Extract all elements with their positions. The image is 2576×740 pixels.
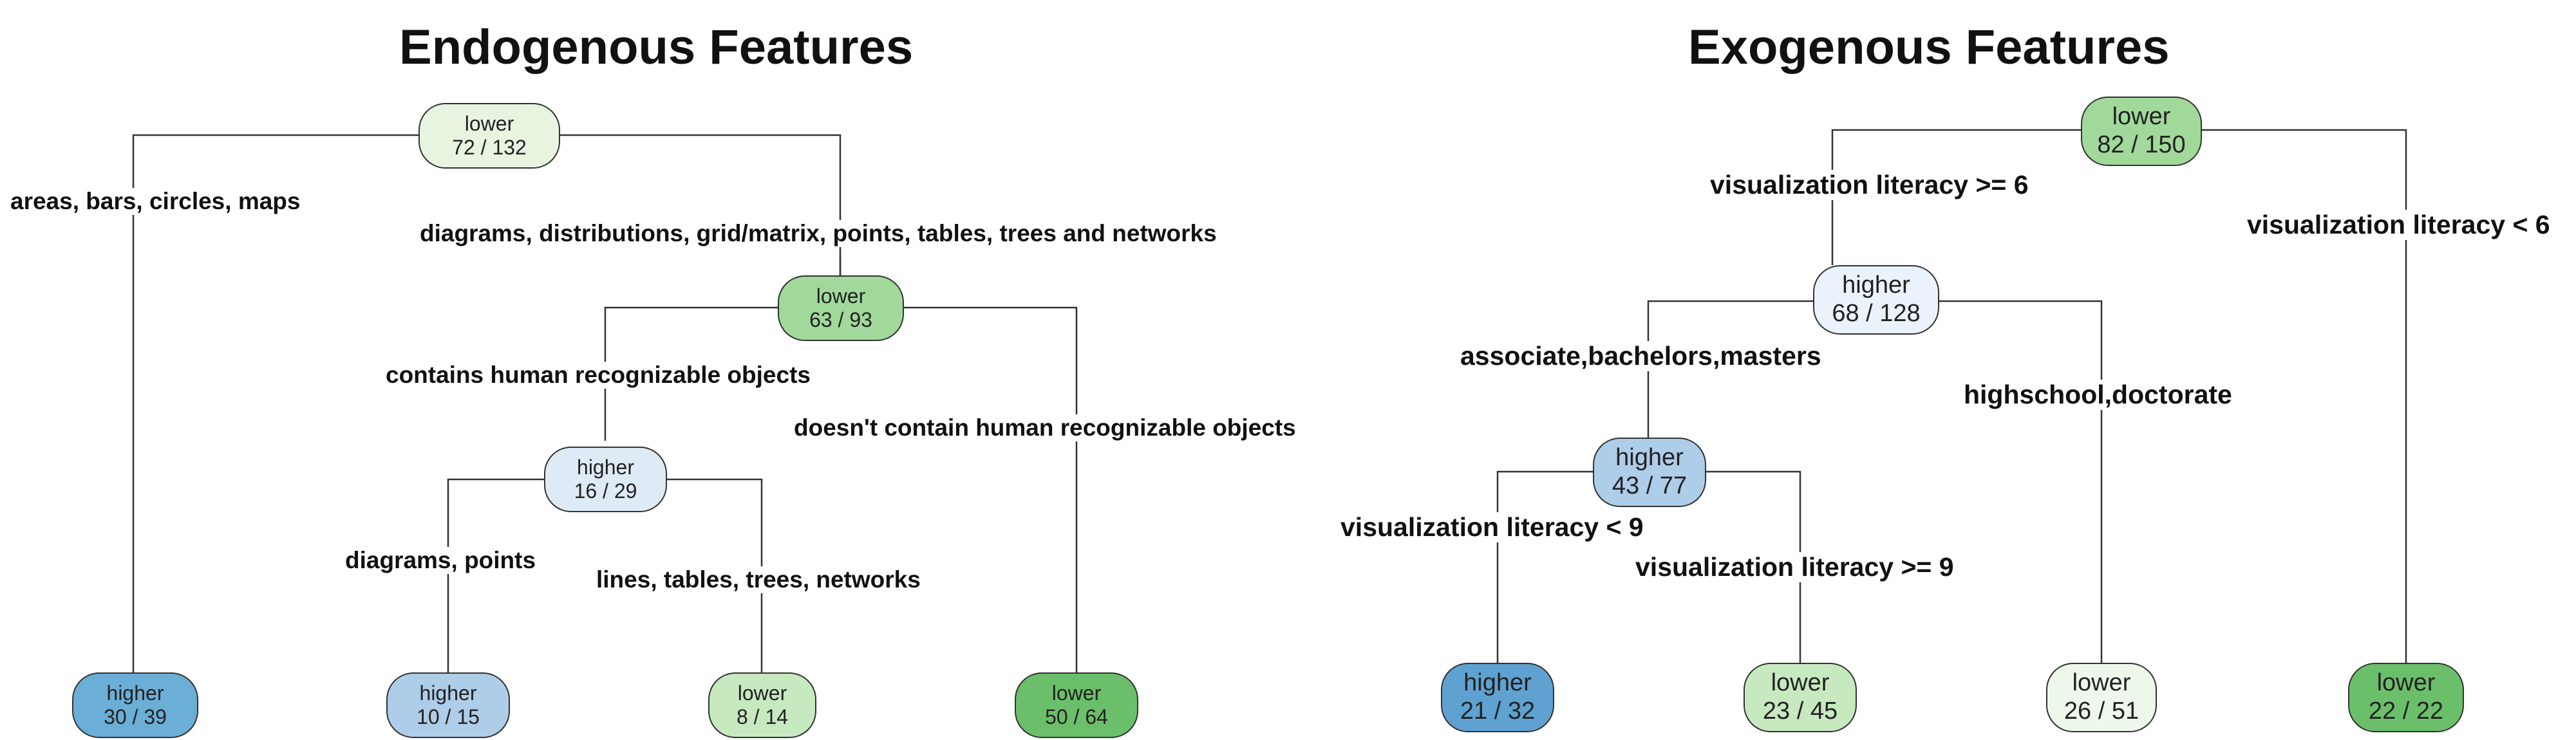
node-class-label: higher	[1615, 444, 1684, 472]
node-count: 10 / 15	[417, 705, 480, 728]
node-class-label: higher	[1463, 669, 1532, 697]
node-count: 50 / 64	[1045, 705, 1108, 728]
split-label: contains human recognizable objects	[383, 362, 813, 389]
tree-node-leaf: higher 21 / 32	[1441, 663, 1554, 732]
edge-line	[904, 306, 1078, 674]
edge-line	[1706, 470, 1801, 663]
edge-line	[1831, 129, 2081, 265]
node-count: 82 / 150	[2097, 131, 2186, 158]
tree-node-leaf: higher 10 / 15	[386, 672, 510, 738]
edge-line	[604, 306, 778, 441]
tree-node-leaf: lower 26 / 51	[2046, 663, 2157, 732]
split-label: areas, bars, circles, maps	[8, 188, 303, 215]
node-class-label: lower	[464, 112, 514, 136]
node-class-label: lower	[2112, 103, 2171, 131]
exogenous-title: Exogenous Features	[1688, 20, 2170, 75]
node-class-label: lower	[2072, 669, 2131, 697]
node-count: 63 / 93	[809, 308, 872, 331]
edge-line	[667, 478, 763, 674]
tree-node-root: lower 72 / 132	[418, 103, 560, 169]
split-label: visualization literacy >= 6	[1707, 170, 2031, 200]
edge-line	[132, 134, 418, 674]
tree-node-leaf: lower 50 / 64	[1015, 672, 1138, 738]
node-class-label: lower	[816, 284, 866, 308]
node-class-label: higher	[577, 456, 634, 479]
node-class-label: lower	[737, 681, 787, 705]
node-count: 43 / 77	[1612, 472, 1688, 499]
edge-line	[1647, 300, 1813, 438]
tree-node-internal: lower 63 / 93	[778, 275, 904, 341]
split-label: lines, tables, trees, networks	[594, 566, 923, 593]
node-count: 16 / 29	[574, 479, 637, 503]
tree-node-internal: higher 43 / 77	[1593, 438, 1706, 507]
node-count: 21 / 32	[1460, 698, 1536, 725]
node-class-label: lower	[1051, 681, 1102, 705]
node-count: 26 / 51	[2064, 698, 2139, 725]
split-label: diagrams, distributions, grid/matrix, po…	[417, 220, 1219, 247]
node-count: 72 / 132	[452, 136, 527, 159]
split-label: associate,bachelors,masters	[1458, 341, 1824, 371]
edge-line	[2202, 129, 2407, 663]
tree-node-root: lower 82 / 150	[2081, 97, 2202, 166]
node-class-label: lower	[1771, 669, 1830, 697]
split-label: doesn't contain human recognizable objec…	[791, 414, 1299, 441]
node-class-label: lower	[2376, 669, 2436, 697]
split-label: visualization literacy >= 9	[1633, 552, 1957, 582]
edge-line	[447, 478, 544, 674]
edge-line	[1939, 300, 2103, 663]
tree-node-internal: higher 16 / 29	[544, 447, 667, 512]
edge-line	[560, 134, 841, 283]
node-class-label: higher	[1842, 272, 1910, 299]
right-tree-edges	[1496, 129, 2407, 663]
split-label: visualization literacy < 6	[2244, 210, 2553, 240]
node-count: 30 / 39	[104, 705, 167, 728]
split-label: visualization literacy < 9	[1338, 512, 1646, 542]
tree-node-leaf: lower 22 / 22	[2348, 663, 2464, 732]
edge-line	[1496, 470, 1593, 663]
split-label: diagrams, points	[343, 547, 539, 574]
node-class-label: higher	[419, 681, 477, 705]
tree-node-internal: higher 68 / 128	[1813, 265, 1939, 335]
node-count: 23 / 45	[1762, 698, 1838, 725]
left-tree-edges	[132, 134, 1078, 674]
node-count: 8 / 14	[736, 705, 789, 728]
tree-node-leaf: lower 23 / 45	[1744, 663, 1857, 732]
node-count: 68 / 128	[1832, 300, 1921, 327]
split-label: highschool,doctorate	[1961, 380, 2235, 410]
node-count: 22 / 22	[2368, 698, 2444, 725]
endogenous-title: Endogenous Features	[399, 20, 914, 75]
tree-node-leaf: higher 30 / 39	[72, 672, 198, 738]
tree-node-leaf: lower 8 / 14	[708, 672, 816, 738]
node-class-label: higher	[106, 681, 164, 705]
